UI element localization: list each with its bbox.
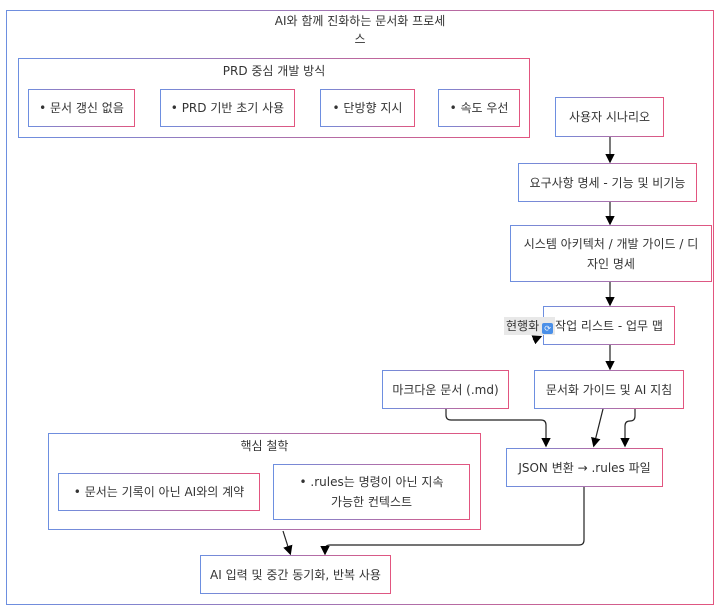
prd-item-one-way[interactable]: • 단방향 지시: [320, 89, 415, 127]
ai-input-node[interactable]: AI 입력 및 중간 동기화, 반복 사용: [200, 555, 391, 594]
edge-update-loop: [531, 335, 543, 345]
philosophy-item-contract[interactable]: • 문서는 기록이 아닌 AI와의 계약: [58, 473, 260, 511]
prd-item-speed[interactable]: • 속도 우선: [438, 89, 520, 127]
title-line-2: 스: [354, 32, 366, 46]
edge-philosophy-ai: [282, 530, 293, 556]
diagram-title: AI와 함께 진화하는 문서화 프로세 스: [0, 12, 720, 48]
requirements-node[interactable]: 요구사항 명세 - 기능 및 비기능: [518, 163, 697, 202]
architecture-node[interactable]: 시스템 아키텍처 / 개발 가이드 / 디자인 명세: [510, 225, 712, 282]
edge-markdown-json: [445, 409, 551, 448]
prd-item-no-update[interactable]: • 문서 갱신 없음: [28, 89, 135, 127]
json-node[interactable]: JSON 변환 → .rules 파일: [506, 448, 663, 487]
markdown-node[interactable]: 마크다운 문서 (.md): [382, 370, 509, 409]
task-list-node[interactable]: 작업 리스트 - 업무 맵: [543, 306, 675, 345]
update-edge-label: 현행화⟳: [504, 317, 556, 335]
philosophy-title: 핵심 철학: [240, 439, 289, 453]
edge-json-ai: [320, 487, 585, 556]
refresh-icon: ⟳: [542, 323, 554, 334]
philosophy-item-rules[interactable]: • .rules는 명령이 아닌 지속 가능한 컨텍스트: [273, 464, 470, 520]
user-scenario-node[interactable]: 사용자 시나리오: [555, 97, 664, 137]
prd-group-title: PRD 중심 개발 방식: [222, 64, 326, 78]
edge-guide-json-2: [620, 409, 636, 448]
title-line-1: AI와 함께 진화하는 문서화 프로세: [274, 14, 446, 28]
doc-guide-node[interactable]: 문서화 가이드 및 AI 지침: [534, 370, 684, 409]
edge-guide-json-1: [591, 408, 604, 448]
prd-item-initial-use[interactable]: • PRD 기반 초기 사용: [160, 89, 295, 127]
update-label-text: 현행화: [506, 319, 540, 333]
